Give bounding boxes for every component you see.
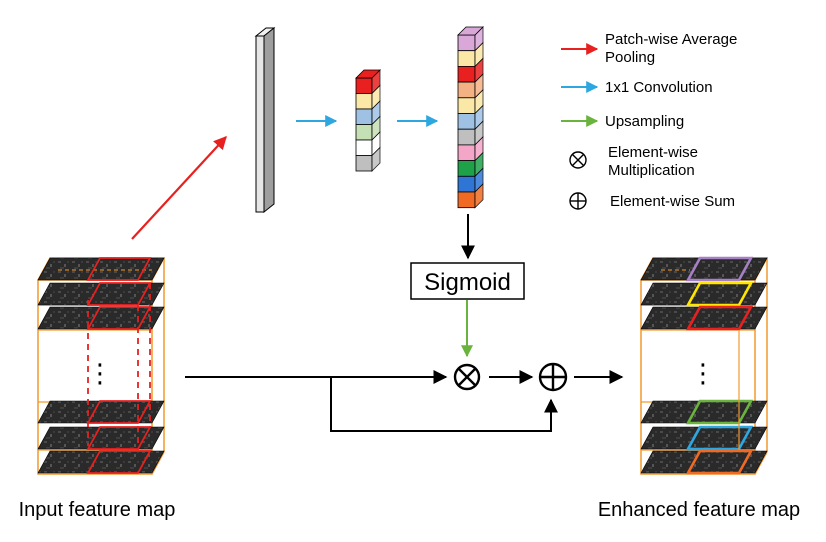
big-vector-cell: [457, 104, 484, 131]
input-feature-map: [37, 257, 166, 475]
small-vector-cell: [355, 146, 381, 172]
colored-patch: [685, 305, 754, 331]
colored-patch: [685, 256, 754, 282]
feature-slice: [37, 282, 165, 306]
red-patch: [86, 450, 152, 474]
red-patch: [86, 257, 152, 281]
big-vector-cell: [457, 183, 484, 209]
residual-arrow: [330, 377, 558, 432]
legend-multiply-label-line1: Element-wise: [608, 144, 698, 161]
input-ellipsis: ⋮: [87, 358, 113, 388]
sigmoid-label: Sigmoid: [424, 269, 511, 296]
legend-pooling-label-line2: Pooling: [605, 49, 655, 66]
legend: Patch-wise Average Pooling 1x1 Convoluti…: [561, 31, 737, 210]
feature-slice: [37, 450, 165, 474]
pooled-feature-vector: [254, 26, 276, 214]
legend-upsampling-label: Upsampling: [605, 113, 684, 130]
feature-slice: [37, 257, 165, 281]
small-vector-cell: [355, 115, 381, 141]
output-caption: Enhanced feature map: [598, 499, 800, 521]
colored-patch: [685, 425, 754, 451]
feature-slice: [37, 306, 165, 330]
colored-patch: [685, 281, 754, 307]
legend-conv-label: 1x1 Convolution: [605, 79, 713, 96]
input-caption: Input feature map: [19, 499, 176, 521]
reduced-channel-vector: [355, 69, 381, 172]
big-vector-cell: [457, 26, 484, 52]
feature-slice: [37, 400, 165, 424]
multiply-node: [453, 363, 481, 391]
output-ellipsis: ⋮: [690, 358, 716, 388]
big-vector-cell: [457, 57, 484, 84]
expanded-channel-vector: [457, 26, 484, 209]
legend-multiply-icon: [569, 151, 587, 169]
colored-patch: [685, 449, 754, 475]
sum-node: [538, 362, 568, 392]
big-vector-cell: [457, 88, 484, 115]
legend-sum-icon: [569, 192, 587, 210]
colored-patch: [685, 399, 754, 425]
legend-multiply-label-line2: Multiplication: [608, 162, 695, 179]
sigmoid-box: [410, 262, 525, 300]
feature-slice: [37, 426, 165, 450]
legend-sum-label: Element-wise Sum: [610, 193, 735, 210]
legend-pooling-label-line1: Patch-wise Average: [605, 31, 737, 48]
enhanced-feature-map: [640, 256, 769, 475]
pooling-arrow: [131, 136, 227, 240]
red-patch: [86, 400, 152, 424]
small-vector-cell: [355, 69, 381, 95]
